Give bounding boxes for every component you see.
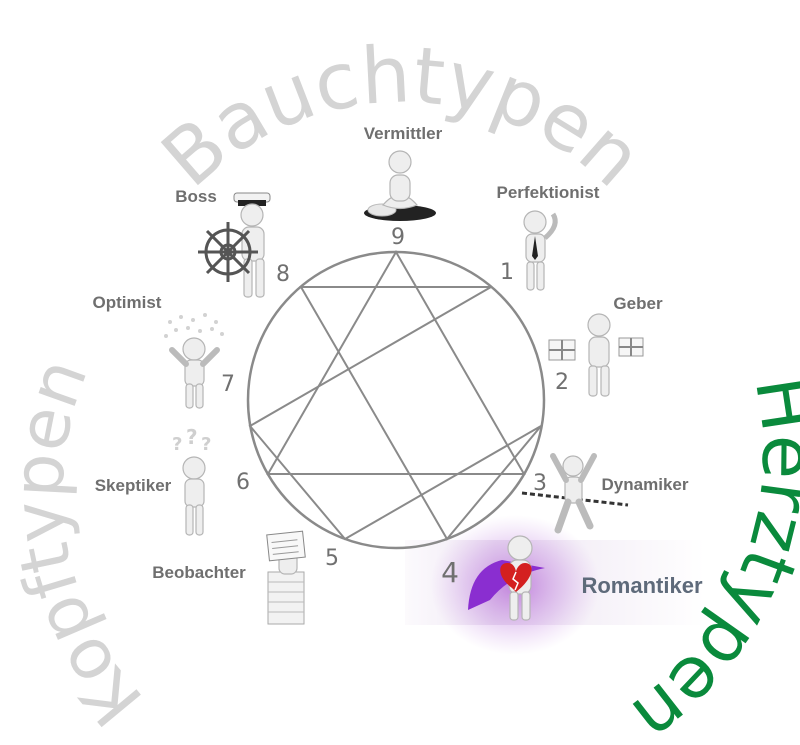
captain-with-wheel-icon bbox=[198, 193, 270, 297]
type-6-number: 6 bbox=[236, 470, 250, 495]
type-6-name: Skeptiker bbox=[95, 476, 172, 495]
type-3-name: Dynamiker bbox=[602, 475, 689, 494]
type-7-number: 7 bbox=[221, 372, 235, 397]
figure-reading-newspaper-icon bbox=[267, 531, 306, 624]
type-2-name: Geber bbox=[613, 294, 663, 313]
type-1-number: 1 bbox=[500, 260, 514, 285]
type-3-number: 3 bbox=[533, 471, 547, 496]
type-9: Vermittler 9 bbox=[364, 124, 443, 250]
type-2: Geber 2 bbox=[549, 294, 663, 396]
type-8-number: 8 bbox=[276, 262, 290, 287]
figure-with-confetti-icon bbox=[164, 313, 224, 408]
type-3: Dynamiker 3 bbox=[522, 456, 689, 530]
arc-label-kopftypen: Kopftypen bbox=[0, 348, 158, 741]
type-9-number: 9 bbox=[391, 225, 405, 250]
svg-text:?: ? bbox=[172, 434, 182, 455]
type-4-name: Romantiker bbox=[581, 573, 702, 598]
type-7-name: Optimist bbox=[93, 293, 162, 312]
type-1-name: Perfektionist bbox=[497, 183, 600, 202]
type-8: Boss 8 bbox=[175, 187, 290, 297]
type-4-number: 4 bbox=[441, 556, 459, 589]
type-6: Skeptiker ? ? ? 6 bbox=[95, 425, 250, 535]
enneagram-hexad bbox=[250, 287, 541, 539]
type-7: Optimist 7 bbox=[93, 293, 235, 408]
type-9-name: Vermittler bbox=[364, 124, 443, 143]
figure-with-tie-icon bbox=[524, 211, 555, 290]
type-2-number: 2 bbox=[555, 370, 569, 395]
meditating-figure-icon bbox=[364, 151, 436, 221]
type-5-number: 5 bbox=[325, 546, 339, 571]
figure-with-question-marks-icon: ? ? ? bbox=[172, 425, 211, 535]
type-5-name: Beobachter bbox=[152, 563, 246, 582]
type-8-name: Boss bbox=[175, 187, 217, 206]
svg-text:?: ? bbox=[186, 425, 198, 449]
svg-text:?: ? bbox=[201, 434, 211, 455]
enneagram-circle bbox=[248, 252, 544, 548]
enneagram-triangle bbox=[268, 252, 524, 474]
type-5: Beobachter 5 bbox=[152, 531, 339, 624]
type-1: Perfektionist 1 bbox=[497, 183, 600, 290]
